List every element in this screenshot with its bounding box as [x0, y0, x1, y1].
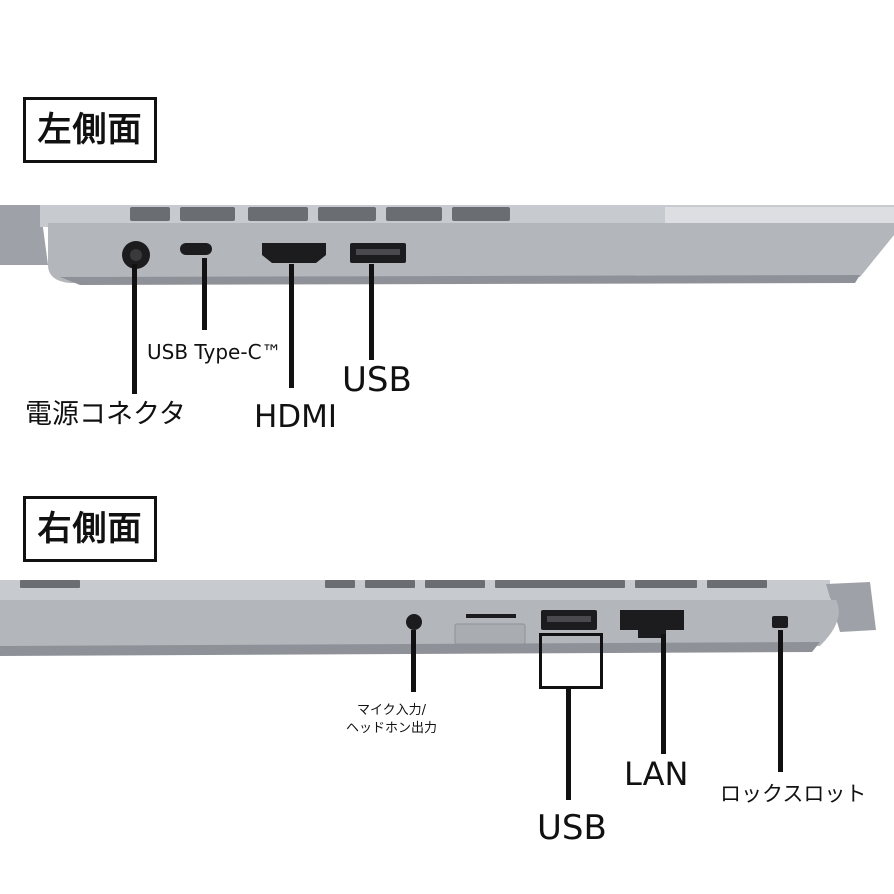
audio-leader-line	[411, 630, 416, 692]
usb-right-leader-line	[566, 686, 571, 800]
left-side-heading-text: 左側面	[37, 110, 143, 150]
laptop-left-side-photo	[0, 205, 894, 285]
usb-left-leader-line	[369, 264, 374, 360]
usb-c-label: USB Type-C™	[147, 340, 282, 364]
audio-jack-label: マイク入力/ ヘッドホン出力	[346, 703, 438, 736]
usb-right-highlight-box	[539, 633, 603, 689]
hdmi-label: HDMI	[254, 399, 338, 435]
lock-slot-label: ロックスロット	[720, 782, 867, 806]
usb-right-label: USB	[537, 808, 607, 848]
usb-left-label: USB	[342, 360, 412, 400]
usb-c-leader-line	[202, 258, 207, 330]
power-leader-line	[132, 264, 137, 394]
lock-leader-line	[778, 630, 783, 772]
right-side-heading: 右側面	[23, 496, 157, 562]
hdmi-leader-line	[289, 264, 294, 388]
power-connector-label: 電源コネクタ	[25, 399, 186, 430]
lan-label: LAN	[624, 755, 689, 793]
left-side-heading: 左側面	[23, 97, 157, 163]
right-side-heading-text: 右側面	[37, 509, 143, 549]
laptop-right-side-photo	[0, 580, 876, 656]
lan-leader-line	[661, 634, 666, 754]
